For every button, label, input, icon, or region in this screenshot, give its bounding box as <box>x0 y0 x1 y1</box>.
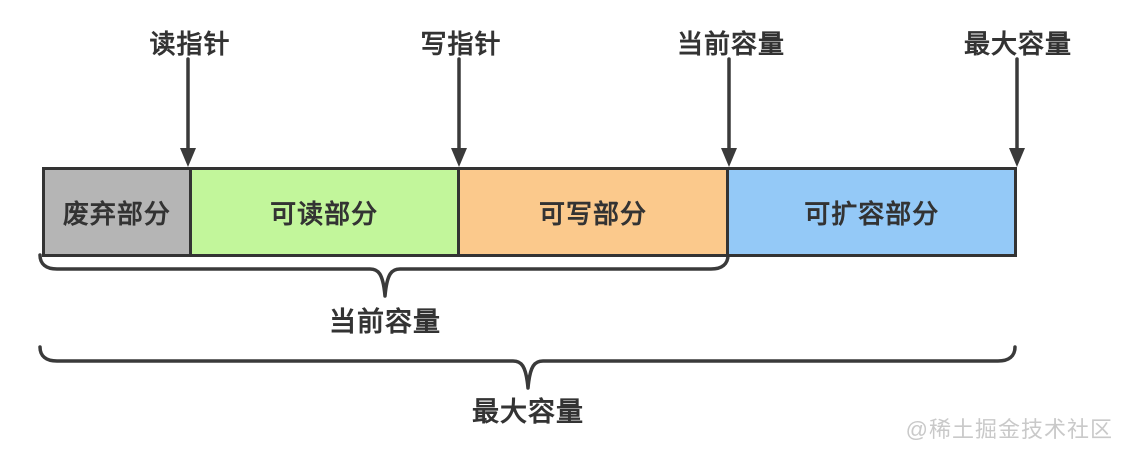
max-capacity-brace <box>38 345 1017 390</box>
read-pointer-label: 读指针 <box>149 29 231 59</box>
read-pointer-arrow-icon <box>180 57 196 167</box>
segment-expandable: 可扩容部分 <box>726 170 1014 254</box>
segment-discarded-label: 废弃部分 <box>62 198 171 229</box>
segment-writable-label: 可写部分 <box>539 198 648 229</box>
write-pointer-arrow-icon <box>451 57 467 167</box>
current-capacity-arrow-icon <box>721 57 737 167</box>
current-capacity-brace <box>38 253 730 298</box>
segment-expandable-label: 可扩容部分 <box>804 198 940 229</box>
watermark-text: @稀土掘金技术社区 <box>905 417 1113 442</box>
max-capacity-brace-label: 最大容量 <box>472 397 584 427</box>
segment-readable-label: 可读部分 <box>270 198 379 229</box>
current-capacity-pointer-label: 当前容量 <box>676 29 786 59</box>
segment-readable: 可读部分 <box>188 170 457 254</box>
segment-writable: 可写部分 <box>456 170 727 254</box>
max-capacity-pointer-label: 最大容量 <box>963 29 1073 59</box>
buffer-bar: 废弃部分 可读部分 可写部分 可扩容部分 <box>42 167 1017 257</box>
current-capacity-brace-label: 当前容量 <box>329 307 441 337</box>
segment-discarded: 废弃部分 <box>45 170 189 254</box>
write-pointer-label: 写指针 <box>420 29 502 59</box>
max-capacity-arrow-icon <box>1009 57 1025 167</box>
